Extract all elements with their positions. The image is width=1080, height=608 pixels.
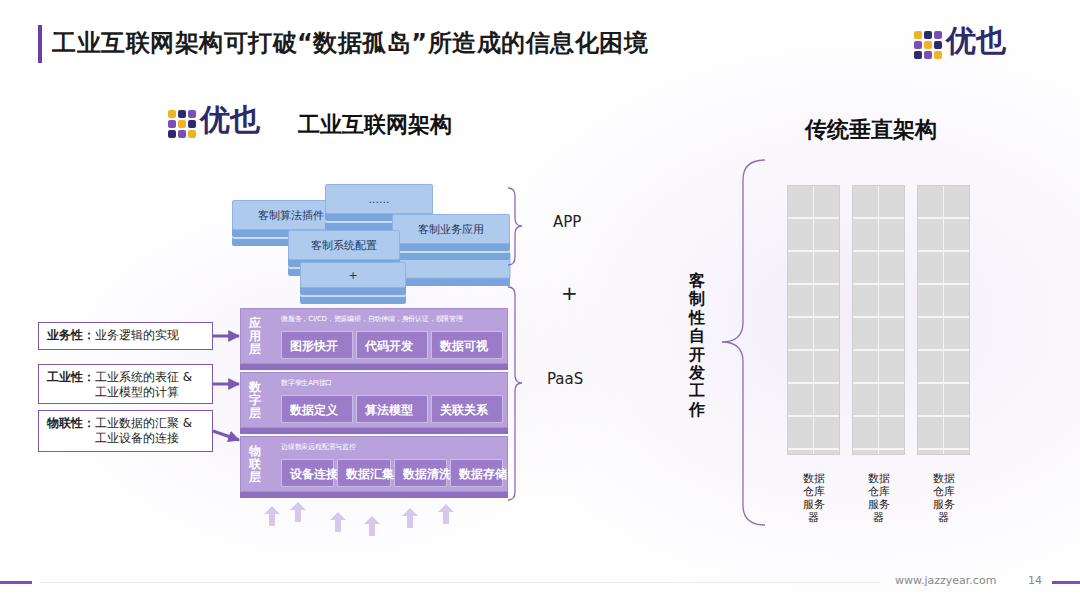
node-title: 数据 仓库 服务 器 (866, 472, 892, 524)
function-cell: 数据汇集 (337, 459, 390, 487)
section-heading: 工业互联网架构 (298, 112, 452, 137)
brace (722, 160, 765, 525)
node-title: 代码开发 (365, 340, 378, 353)
node-text: 工业系统的表征 &工业模型的计算 (95, 370, 206, 400)
function-cell: 关联关系 (431, 395, 503, 423)
node-title: 数字层 (249, 381, 262, 420)
logo-icon (914, 31, 942, 59)
page-number: 14 (1028, 575, 1042, 588)
node-title: 关联关系 (440, 404, 453, 417)
node-text: 工业数据的汇聚 &工业设备的连接 (95, 416, 206, 446)
footer-url: www.jazzyear.com (895, 575, 996, 588)
node-title: 物联性： (47, 416, 95, 431)
node-title: 客制系统配置 (311, 238, 377, 253)
node-title: 数据可视 (440, 340, 453, 353)
plus-sign: + (561, 282, 578, 305)
silo-column: 数据 仓库 服务 器 (852, 185, 905, 455)
node-title: + (348, 269, 357, 282)
app-module: 客制业务应用 (392, 214, 510, 244)
node-title: 数据 仓库 服务 器 (801, 472, 827, 524)
node-text: 边缘数采远程配置与监控 (281, 442, 356, 452)
footer-line (40, 582, 880, 583)
logo-text: 优也 (946, 24, 1006, 59)
function-cell: 代码开发 (356, 331, 428, 359)
layer-name: APP (553, 214, 581, 231)
node-title: 数据存储 (459, 468, 472, 481)
footer-bar (0, 581, 32, 584)
app-module: 客制系统配置 (288, 230, 400, 260)
node-text: 微服务，CI/CD，资源编排，自动伸缩，身份认证，权限管理 (281, 314, 463, 324)
node-title: 业务性： (47, 328, 95, 343)
function-cell: 设备连接 (281, 459, 334, 487)
node-text: 业务逻辑的实现 (95, 328, 206, 343)
brace (508, 188, 522, 265)
callout-box: 工业性：工业系统的表征 &工业模型的计算 (38, 364, 213, 404)
node-title: 物联层 (249, 445, 262, 484)
node-title: 工业性： (47, 370, 95, 385)
function-cell: 数据定义 (281, 395, 353, 423)
input-arrows (264, 502, 454, 536)
node-title: 数据定义 (290, 404, 303, 417)
function-cell: 数据清洗 (394, 459, 447, 487)
node-title: 图形快开 (290, 340, 303, 353)
decor-block (392, 254, 510, 286)
callout-box: 业务性：业务逻辑的实现 (38, 322, 213, 350)
node-title: ...... (369, 193, 390, 206)
app-module: + (300, 262, 406, 288)
callout-box: 物联性：工业数据的汇聚 &工业设备的连接 (38, 410, 213, 452)
brace (508, 287, 522, 500)
slide-title: 工业互联网架构可打破“数据孤岛”所造成的信息化困境 (52, 27, 648, 59)
connector-arrow (213, 431, 239, 440)
connector-arrow (213, 335, 239, 338)
node-title: 数据汇集 (346, 468, 359, 481)
vertical-note: 客制性自开发工作 (689, 272, 707, 419)
platform-layer: 应用层 微服务，CI/CD，资源编排，自动伸缩，身份认证，权限管理图形快开 代码开发… (240, 308, 508, 364)
connector-arrow (213, 383, 239, 386)
footer-bar (1052, 581, 1080, 584)
function-cell: 数据存储 (450, 459, 503, 487)
section-heading: 传统垂直架构 (805, 117, 937, 142)
node-title: 设备连接 (290, 468, 303, 481)
node-text: 数字孪生API接口 (281, 378, 332, 388)
node-title: 算法模型 (365, 404, 378, 417)
app-module: ...... (325, 184, 433, 214)
function-cell: 图形快开 (281, 331, 353, 359)
logo-text: 优也 (200, 103, 260, 138)
node-title: 客制算法插件 (258, 208, 324, 223)
node-title: 应用层 (249, 317, 262, 356)
platform-layer: 数字层 数字孪生API接口数据定义 算法模型 关联关系 (240, 372, 508, 428)
silo-column: 数据 仓库 服务 器 (787, 185, 840, 455)
silo-column: 数据 仓库 服务 器 (917, 185, 970, 455)
function-cell: 数据可视 (431, 331, 503, 359)
node-title: 数据 仓库 服务 器 (931, 472, 957, 524)
layer-name: PaaS (547, 371, 583, 388)
node-title: 数据清洗 (403, 468, 416, 481)
title-bar (38, 25, 42, 63)
platform-layer: 物联层 边缘数采远程配置与监控设备连接 数据汇集 数据清洗 数据存储 (240, 436, 508, 492)
logo-icon (168, 110, 196, 138)
node-title: 客制业务应用 (418, 222, 484, 237)
function-cell: 算法模型 (356, 395, 428, 423)
